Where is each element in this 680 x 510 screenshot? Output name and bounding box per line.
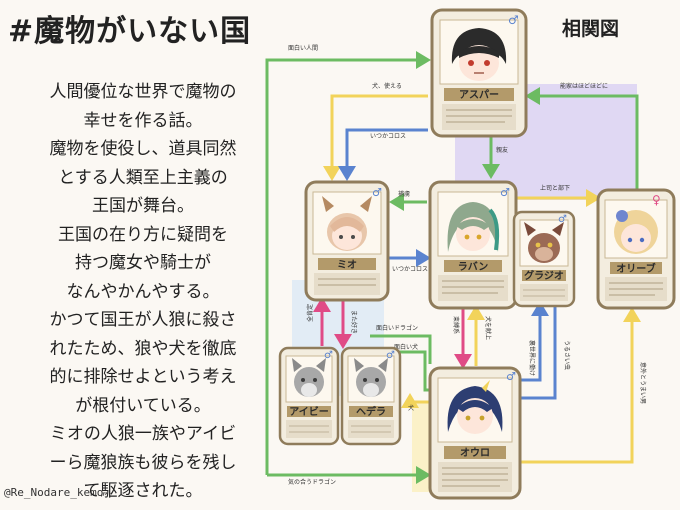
character-card-olive[interactable]: オリーブ ♀ xyxy=(596,188,676,310)
edge-omoshiroi-dragon xyxy=(370,334,432,364)
character-name: グラジオ xyxy=(524,269,564,282)
gender-symbol: ♂ xyxy=(558,214,567,225)
character-card-asper[interactable]: アスパー ♂ xyxy=(430,8,528,138)
ivy-portrait xyxy=(292,358,326,397)
character-card-ivy[interactable]: アイビー ♂ xyxy=(278,346,340,446)
label-itsuka-korosu-2: いつかコロス xyxy=(392,266,428,273)
edge-inu-tsukaeru xyxy=(323,94,428,181)
description-line: 持つ魔女や騎士が xyxy=(75,253,211,273)
gender-symbol: ♂ xyxy=(500,186,510,199)
gender-symbol: ♂ xyxy=(386,350,395,361)
gender-symbol: ♂ xyxy=(508,13,519,27)
edge-omoshiroi-ningen xyxy=(265,51,431,475)
description-line: が根付いている。 xyxy=(75,395,211,416)
raban-portrait xyxy=(447,202,500,252)
character-name: ミオ xyxy=(337,259,357,271)
label-igai-umai: 意外とうまい男 xyxy=(639,362,647,404)
asper-portrait xyxy=(451,28,507,81)
character-card-hedera[interactable]: ヘデラ ♂ xyxy=(340,346,402,446)
label-urusai-mushi: うるさい虫 xyxy=(563,340,571,370)
character-name: ラバン xyxy=(458,261,488,273)
olive-portrait xyxy=(614,210,658,254)
label-inu-tsukaeru: 犬、使える xyxy=(372,82,402,90)
description-line: 王国の在り方に疑問を xyxy=(58,224,228,245)
description-line: ミオの人狼一族やアイビ xyxy=(49,424,237,444)
label-horyo: 捕虜 xyxy=(398,190,410,198)
label-mata-suki: また好き xyxy=(350,310,358,334)
description-line: て駆逐された。 xyxy=(83,481,203,501)
edge-urusai-mushi xyxy=(503,300,557,407)
character-card-mio[interactable]: ミオ ♂ xyxy=(304,180,390,302)
gender-symbol: ♂ xyxy=(506,370,516,383)
label-nouyaku: 能家はほどほどに xyxy=(560,82,608,90)
character-name: アスパー xyxy=(459,89,499,101)
ouro-portrait xyxy=(447,380,503,434)
label-shinyuu: 親友 xyxy=(496,146,508,154)
story-description: 人間優位な世界で魔物の 幸せを作る話。 魔物を使役し、道具同然 とする人類至上主… xyxy=(14,78,272,506)
character-name: オウロ xyxy=(460,447,490,459)
label-omoshiroi-ningen: 面白い人間 xyxy=(288,44,318,52)
character-card-raban[interactable]: ラバン ♂ xyxy=(428,180,518,310)
description-line: かつて国王が人狼に殺さ xyxy=(49,310,237,330)
description-line: 的に排除せよという考え xyxy=(49,367,237,387)
description-line: なんやかんやする。 xyxy=(66,281,220,302)
gurajio-portrait xyxy=(524,222,564,263)
label-joushi-buka: 上司と部下 xyxy=(540,184,570,192)
description-line: 魔物を使役し、道具同然 xyxy=(49,139,237,159)
label-omoshiroi-inu: 面白い犬 xyxy=(394,343,418,351)
label-inu-kenjo: 犬を献上 xyxy=(484,316,492,340)
label-zenkakutei: 全肯定 xyxy=(306,304,314,322)
edge-inu xyxy=(401,393,432,408)
label-omoshiroi-dragon: 面白いドラゴン xyxy=(376,324,418,332)
mio-portrait xyxy=(322,196,372,251)
character-name: アイビー xyxy=(289,405,329,418)
character-card-ouro[interactable]: オウロ ♂ xyxy=(428,366,522,500)
edge-itsuka-korosu-1 xyxy=(338,128,428,181)
label-itsuka-korosu-1: いつかコロス xyxy=(370,133,406,140)
description-line: とする人類至上主義の xyxy=(58,167,228,188)
label-ura-sekai: 裏世界に働け xyxy=(528,340,536,376)
page-title: #魔物がいない国 xyxy=(8,14,252,49)
description-line: 人間優位な世界で魔物の xyxy=(49,82,237,102)
character-name: オリーブ xyxy=(616,262,655,275)
label-ki-no-au-dragon: 気の合うドラゴン xyxy=(288,478,336,486)
gender-symbol: ♀ xyxy=(652,193,661,207)
description-line: れたため、狼や犬を徹底 xyxy=(49,338,237,359)
author-credit: @Re_Nodare_kemo xyxy=(4,486,104,499)
label-sokubakei: 束縛系 xyxy=(452,316,460,334)
edge-igai-umai xyxy=(520,307,641,464)
character-card-gurajio[interactable]: グラジオ ♂ xyxy=(512,210,576,308)
label-inu: 犬 xyxy=(408,404,414,412)
description-line: ーら魔狼族も彼らを残し xyxy=(49,452,237,473)
character-name: ヘデラ xyxy=(356,405,386,418)
edge-nouyaku xyxy=(525,87,639,190)
description-line: 幸せを作る話。 xyxy=(83,110,203,131)
gender-symbol: ♂ xyxy=(372,186,382,199)
hedera-portrait xyxy=(354,358,388,397)
description-line: 王国が舞台。 xyxy=(92,196,194,216)
gender-symbol: ♂ xyxy=(324,350,333,361)
diagram-title: 相関図 xyxy=(562,18,620,40)
